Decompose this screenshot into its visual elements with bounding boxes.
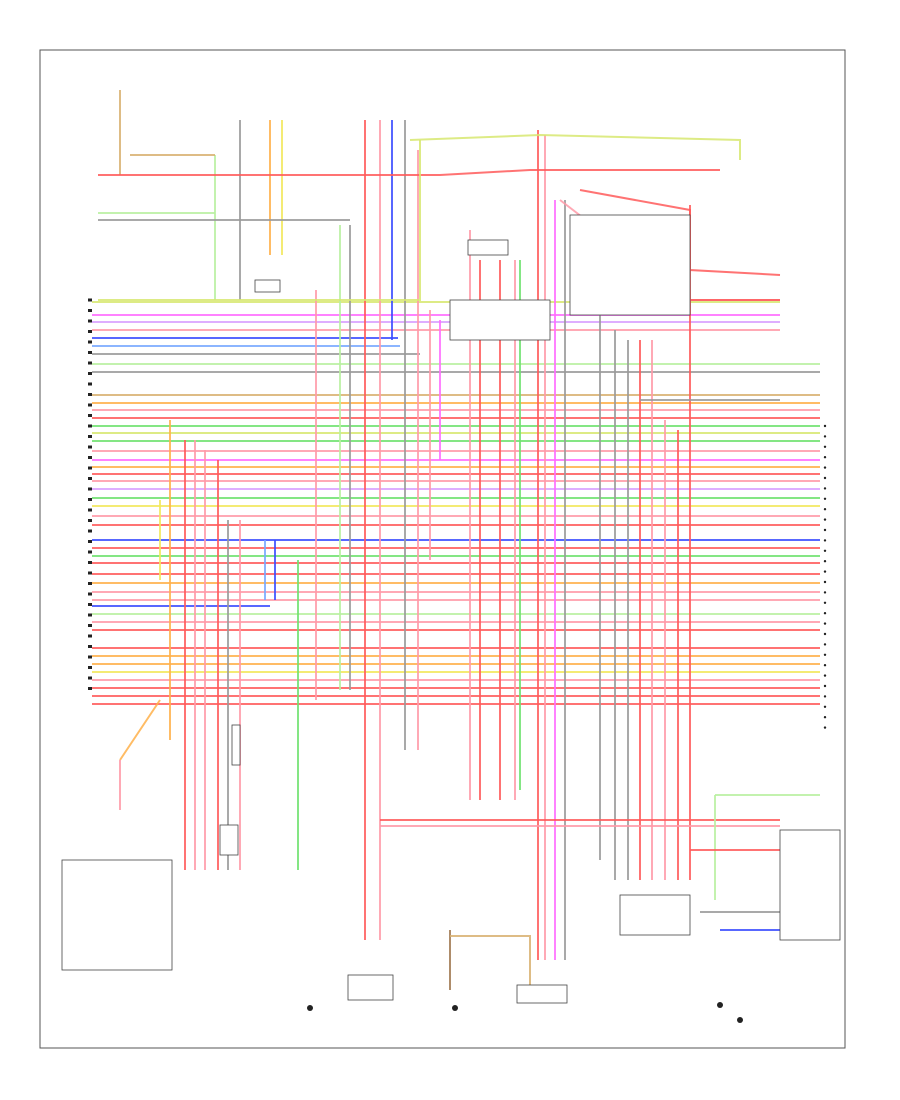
right-terminal-4 [823, 456, 827, 459]
left-pin-19 [88, 487, 92, 491]
right-terminal-24 [823, 664, 827, 667]
left-pin-4 [88, 330, 92, 333]
left-pin-10 [88, 393, 92, 396]
left-pin-6 [88, 351, 92, 354]
control-relay-box [569, 214, 691, 316]
right-terminal-3 [823, 445, 827, 448]
right-terminal-18 [823, 601, 827, 604]
component-layer [61, 214, 841, 1004]
right-terminal-15 [823, 570, 827, 573]
right-terminal-29 [823, 716, 827, 719]
ground-box [347, 974, 394, 1001]
left-pin-28 [88, 582, 92, 585]
right-terminal-30 [823, 726, 827, 729]
left-pin-29 [88, 592, 92, 596]
left-pin-23 [88, 529, 92, 533]
left-pin-1 [88, 298, 92, 302]
right-terminal-1 [823, 424, 827, 428]
right-terminal-16 [823, 580, 827, 584]
left-pin-5 [88, 340, 92, 344]
junction-box-right [779, 829, 841, 941]
right-terminal-26 [823, 684, 827, 688]
left-pin-20 [88, 498, 92, 501]
left-pin-27 [88, 571, 92, 575]
ground-point-3 [717, 1002, 723, 1008]
left-pin-30 [88, 603, 92, 606]
left-pin-26 [88, 561, 92, 564]
right-terminal-6 [823, 476, 827, 480]
right-terminal-7 [823, 487, 827, 490]
left-pin-8 [88, 372, 92, 375]
left-pin-2 [88, 309, 92, 312]
left-pin-36 [88, 666, 92, 669]
left-pin-16 [88, 456, 92, 459]
right-terminal-25 [823, 674, 827, 677]
sensor-box-1 [467, 239, 509, 256]
ground-point-1 [307, 1005, 313, 1011]
right-terminal-27 [823, 695, 827, 698]
left-pin-18 [88, 477, 92, 480]
resistor-box [231, 724, 241, 766]
wire-layer [92, 90, 820, 990]
right-terminal-22 [823, 643, 827, 646]
right-terminal-2 [823, 435, 827, 438]
right-terminal-17 [823, 591, 827, 594]
left-pin-11 [88, 403, 92, 407]
top-bus-red [98, 169, 720, 176]
multi-connector-box [619, 894, 691, 936]
diagram-frame [39, 49, 846, 1049]
left-pin-31 [88, 613, 92, 617]
bottom-tan-loop [450, 935, 531, 990]
left-pin-35 [88, 655, 92, 659]
connector-box-1 [449, 299, 551, 341]
right-terminal-12 [823, 539, 827, 542]
connector-box-bottom [516, 984, 568, 1004]
right-terminal-8 [823, 497, 827, 500]
power-feed-wire [98, 140, 421, 301]
right-terminal-13 [823, 549, 827, 552]
top-bus-yellow-green [409, 133, 741, 160]
left-pin-21 [88, 508, 92, 512]
relay-box-1 [254, 279, 281, 293]
left-sensor-orange [119, 699, 161, 761]
left-pin-24 [88, 540, 92, 543]
left-pin-15 [88, 445, 92, 449]
pin-layer [88, 298, 827, 1023]
ground-point-4 [737, 1017, 743, 1023]
right-terminal-14 [823, 560, 827, 563]
right-terminal-23 [823, 653, 827, 656]
left-pin-22 [88, 519, 92, 522]
left-pin-25 [88, 550, 92, 554]
right-terminal-5 [823, 466, 827, 469]
right-terminal-20 [823, 622, 827, 625]
left-pin-13 [88, 424, 92, 428]
left-pin-38 [88, 687, 92, 690]
left-pin-17 [88, 466, 92, 470]
left-pin-14 [88, 435, 92, 438]
right-terminal-9 [823, 508, 827, 511]
right-terminal-28 [823, 705, 827, 708]
left-pin-32 [88, 624, 92, 627]
left-pin-34 [88, 645, 92, 648]
left-pin-12 [88, 414, 92, 417]
right-terminal-19 [823, 612, 827, 615]
left-pin-3 [88, 319, 92, 323]
left-pin-9 [88, 382, 92, 386]
switch-group-left [61, 859, 173, 971]
left-pin-7 [88, 361, 92, 365]
ground-point-2 [452, 1005, 458, 1011]
left-pin-37 [88, 676, 92, 680]
right-terminal-10 [823, 518, 827, 521]
left-pin-33 [88, 634, 92, 638]
connector-box-left [219, 824, 239, 856]
right-terminal-21 [823, 632, 827, 636]
right-terminal-11 [823, 528, 827, 532]
